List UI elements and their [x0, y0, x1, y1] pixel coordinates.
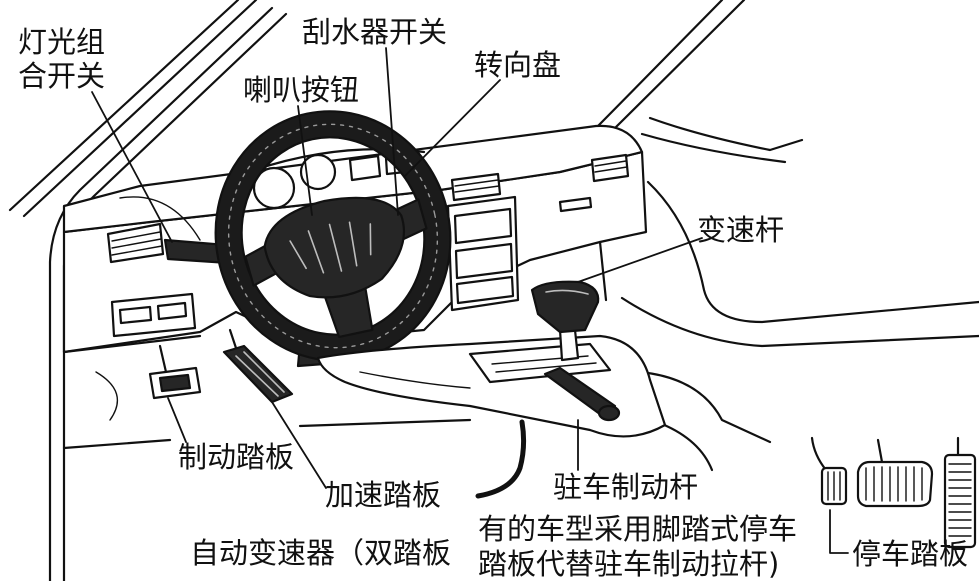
leader-caption-swoosh — [478, 422, 524, 496]
air-vent-right — [592, 155, 628, 181]
steering-wheel — [193, 89, 474, 382]
inset-accelerator-pedal — [945, 438, 975, 547]
caption: 自动变速器（双踏板 有的车型采用脚踏式停车 踏板代替驻车制动拉杆) — [190, 512, 797, 581]
label-brake-pedal: 制动踏板 — [178, 440, 294, 474]
label-horn-button: 喇叭按钮 — [243, 73, 359, 107]
leader-parking-pedal — [830, 510, 848, 553]
label-parking-brake-lever: 驻车制动杆 — [553, 470, 698, 504]
caption-note-line2: 踏板代替驻车制动拉杆) — [478, 547, 779, 581]
caption-automatic-transmission: 自动变速器（双踏板 — [190, 536, 451, 570]
label-accelerator-pedal: 加速踏板 — [325, 478, 441, 512]
inset-brake-pedal — [858, 440, 932, 506]
brake-pedal — [150, 346, 200, 398]
label-light-switch-line2: 合开关 — [18, 59, 105, 93]
leader-gear-lever — [578, 238, 702, 282]
label-light-switch-line1: 灯光组 — [18, 25, 105, 59]
caption-note-line1: 有的车型采用脚踏式停车 — [478, 512, 797, 546]
center-console — [318, 336, 665, 436]
label-steering-wheel: 转向盘 — [474, 48, 561, 82]
inset-pedals — [812, 438, 975, 547]
inset-parking-pedal — [812, 438, 846, 504]
lower-switch-panel — [112, 294, 195, 336]
label-wiper-switch: 刮水器开关 — [302, 15, 447, 49]
label-parking-pedal: 停车踏板 — [852, 537, 968, 571]
label-gear-lever: 变速杆 — [697, 213, 784, 247]
leader-brake-pedal — [168, 398, 186, 442]
door-panel — [622, 182, 979, 470]
